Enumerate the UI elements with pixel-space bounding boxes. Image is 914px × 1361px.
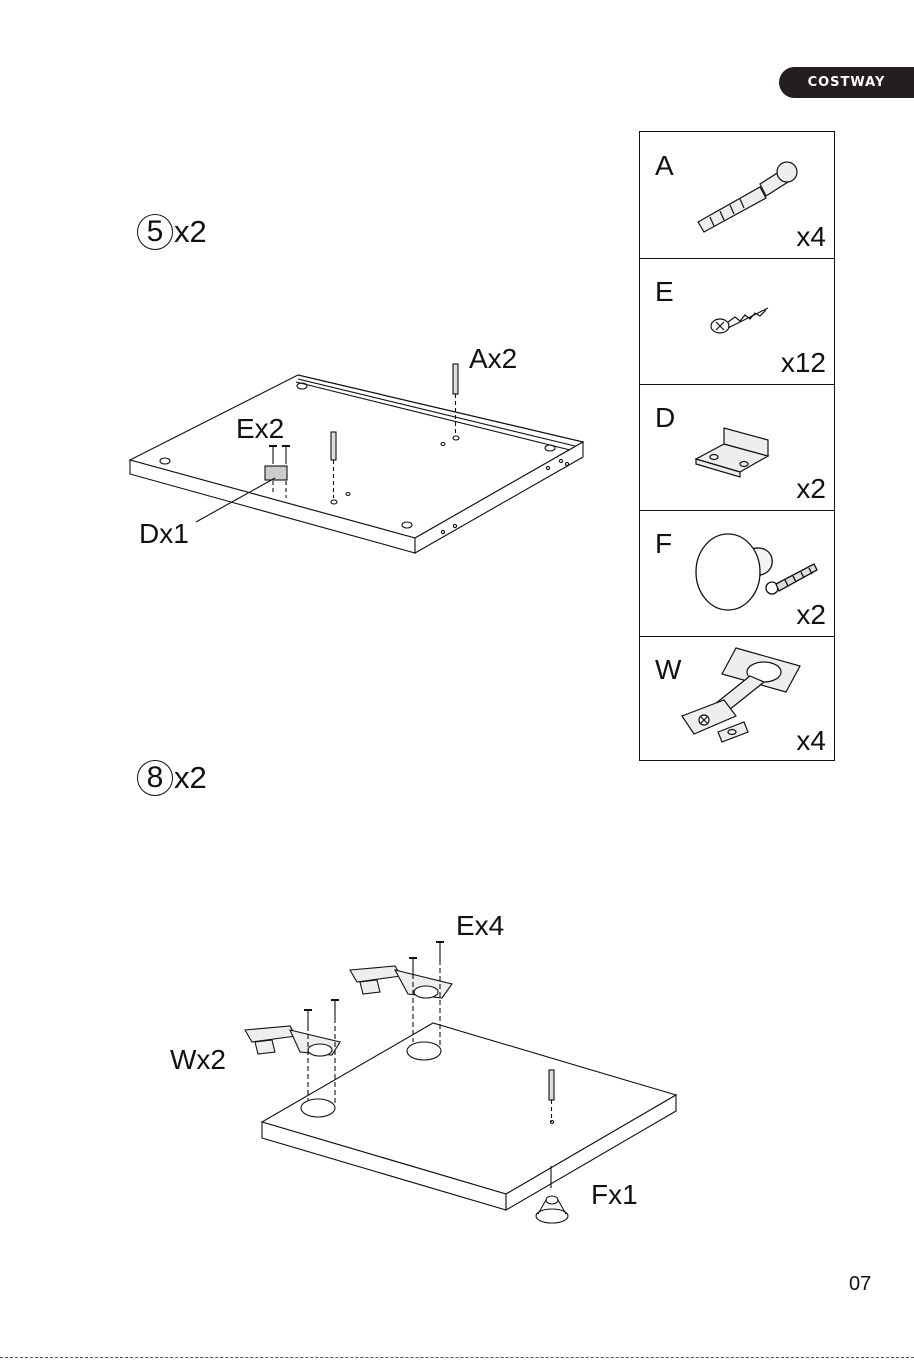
- step-5-heading: 5 x2: [137, 214, 207, 250]
- label-ex4: Ex4: [456, 911, 504, 941]
- brand-logo: COSTWAY: [779, 67, 914, 98]
- step-number: 5: [137, 214, 173, 250]
- cam-bolt-a-2: [331, 432, 336, 460]
- part-qty: x4: [796, 726, 826, 756]
- step-5-diagram: [120, 360, 600, 570]
- part-f: F x2: [640, 510, 834, 637]
- part-e: E x12: [640, 258, 834, 385]
- part-qty: x12: [781, 348, 826, 378]
- part-qty: x2: [796, 474, 826, 504]
- part-qty: x4: [796, 222, 826, 252]
- part-d: D x2: [640, 384, 834, 511]
- label-wx2: Wx2: [170, 1045, 226, 1075]
- cam-bolt-a-1: [453, 364, 458, 394]
- hinge-w-2: [350, 966, 401, 982]
- part-a: A x4: [640, 132, 834, 259]
- parts-list: A x4 E x12 D: [639, 131, 835, 761]
- step-multiplier: x2: [174, 214, 207, 250]
- angle-bracket-d: [265, 466, 287, 480]
- part-w: W x4: [640, 636, 834, 762]
- hinge-w-1: [245, 1026, 296, 1042]
- step-8-heading: 8 x2: [137, 760, 207, 796]
- step-multiplier: x2: [174, 760, 207, 796]
- footer-divider: [0, 1357, 914, 1358]
- label-dx1: Dx1: [139, 519, 189, 549]
- page-number: 07: [849, 1273, 871, 1296]
- knob-screw-f: [549, 1070, 554, 1100]
- part-qty: x2: [796, 600, 826, 630]
- label-ex2: Ex2: [236, 414, 284, 444]
- panel-top-face: [130, 375, 583, 538]
- step-number: 8: [137, 760, 173, 796]
- label-fx1: Fx1: [591, 1180, 638, 1210]
- knob-f: [536, 1209, 568, 1223]
- label-ax2: Ax2: [469, 344, 517, 374]
